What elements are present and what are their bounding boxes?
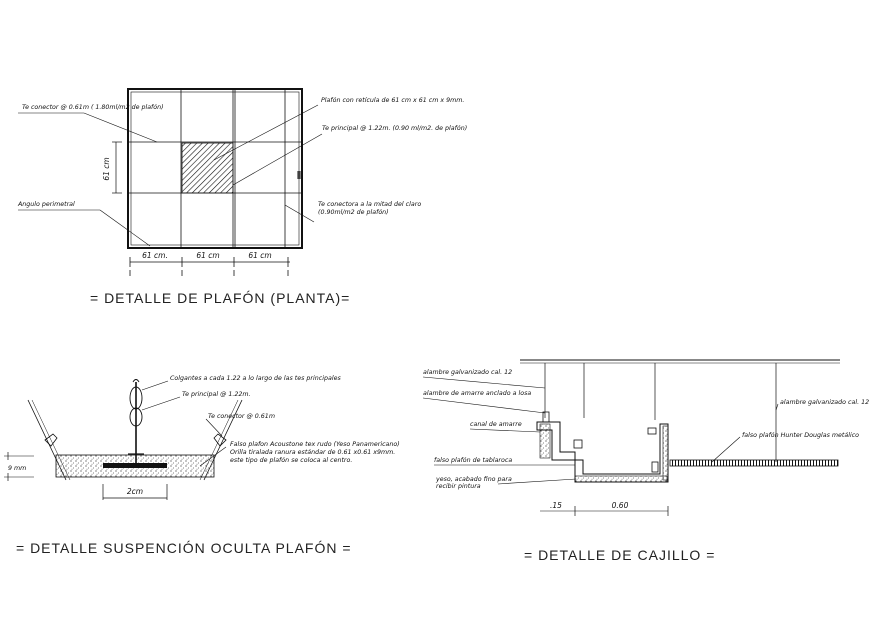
label-te-mitad-2: (0.90ml/m2 de plafón) [318, 208, 389, 216]
main-tee [103, 463, 167, 468]
dim-15: .15 [550, 501, 562, 510]
label-falso-1: Falso plafon Acoustone tex rudo (Yeso Pa… [230, 440, 400, 448]
plan-dim-1: 61 cm. [142, 251, 168, 260]
label-alambre-amarre: alambre de amarre anclado a losa [423, 390, 531, 397]
dim-2cm: 2cm [127, 487, 143, 496]
label-yeso-1: yeso, acabado fino para [435, 476, 512, 483]
label-te-conector-sus: Te conector @ 0.61m [208, 412, 275, 420]
metal-ceiling-strip [669, 459, 839, 467]
dim-60: 0.60 [612, 501, 629, 510]
label-te-principal-sus: Te principal @ 1.22m. [182, 390, 251, 398]
label-colgantes: Colgantes a cada 1.22 a lo largo de las … [170, 374, 341, 382]
plan-detail: 61 cm 61 cm. 61 cm 61 cm Te conector @ 0… [17, 88, 467, 306]
cajillo-title: = DETALLE DE CAJILLO = [524, 547, 715, 563]
label-te-mitad-1: Te conectora a la mitad del claro [318, 200, 421, 208]
plan-dim-2: 61 cm [196, 251, 219, 260]
label-angulo-perimetral: Angulo perimetral [17, 200, 75, 208]
label-falso-2: Orilla tiralada ranura estándar de 0.61 … [230, 448, 395, 456]
label-canal: canal de amarre [470, 421, 522, 428]
suspension-detail: 2cm 9 mm Colgantes a cada 1.22 a lo larg… [4, 374, 400, 556]
hatched-panel [181, 142, 234, 194]
label-te-conector: Te conector @ 0.61m ( 1.80ml/m2 de plafó… [22, 103, 164, 111]
label-reticula: Plafón con retícula de 61 cm x 61 cm x 9… [321, 96, 464, 104]
ceiling-frame [127, 88, 303, 249]
label-te-principal: Te principal @ 1.22m. (0.90 ml/m2. de pl… [322, 124, 467, 132]
suspension-title: = DETALLE SUSPENCIÓN OCULTA PLAFÓN = [16, 540, 352, 556]
plan-dim-3: 61 cm [248, 251, 271, 260]
label-yeso-2: recibir pintura [436, 482, 481, 490]
dim-9mm: 9 mm [8, 465, 26, 472]
plan-title: = DETALLE DE PLAFÓN (PLANTA)= [90, 290, 350, 306]
label-alambre-top: alambre galvanizado cal. 12 [423, 369, 512, 376]
label-falso-tablaroca: falso plafón de tablaroca [434, 456, 512, 464]
label-alambre-right: alambre galvanizado cal. 12 [780, 399, 869, 406]
plan-vertical-dim: 61 cm [102, 157, 111, 180]
label-falso-3: este tipo de plafón se coloca al centro. [230, 456, 352, 464]
cajillo-detail: .15 0.60 alambre galvanizado cal. 12 ala… [422, 359, 869, 563]
label-falso-hunter: falso plafón Hunter Douglas metálico [742, 431, 859, 439]
